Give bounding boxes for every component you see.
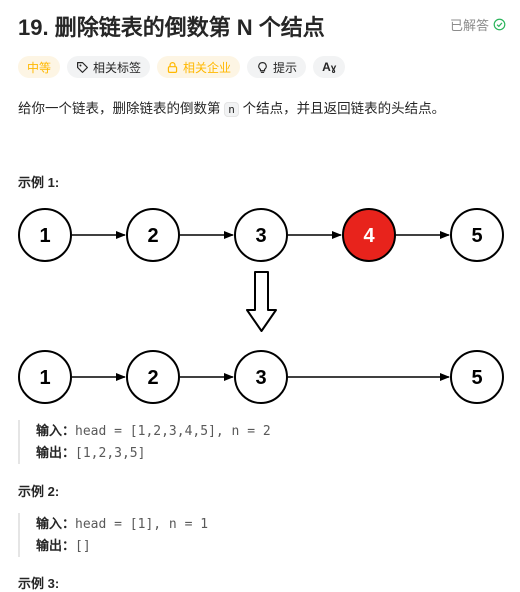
list-node: 3 [234,350,288,404]
related-tags-button[interactable]: 相关标签 [67,56,151,78]
svg-text:3: 3 [255,367,266,389]
before-list: 1 2 3 4 5 [18,208,504,262]
difficulty-label: 中等 [27,60,52,75]
list-node: 3 [234,208,288,262]
output-label: 输出： [36,538,76,553]
svg-text:1: 1 [39,367,50,389]
svg-text:4: 4 [363,225,375,247]
check-circle-icon [493,18,506,31]
list-node: 2 [126,208,180,262]
translate-icon: Aɣ [322,60,337,74]
output-label: 输出： [36,445,76,460]
svg-text:5: 5 [471,367,482,389]
list-node: 5 [450,208,504,262]
tag-icon [77,61,88,73]
lock-icon [167,61,178,73]
lightbulb-icon [258,61,267,73]
svg-text:5: 5 [471,225,482,247]
example-2-output: [] [75,539,91,554]
input-label: 输入： [36,423,76,438]
svg-text:2: 2 [147,225,158,247]
svg-text:1: 1 [39,225,50,247]
problem-title: 19. 删除链表的倒数第 N 个结点 [18,15,325,40]
example-1-output: [1,2,3,5] [75,446,146,461]
example-2-block: 输入：head = [1], n = 1 输出：[] [18,513,208,557]
down-arrow-icon [246,271,277,332]
list-node: 1 [18,208,72,262]
linked-list-diagram: 1 2 3 4 5 1 2 [18,208,504,404]
related-companies-button[interactable]: 相关企业 [157,56,241,78]
example-1-input-line: 输入：head = [1,2,3,4,5], n = 2 [36,420,271,442]
solved-status: 已解答 [450,15,506,34]
related-tags-label: 相关标签 [93,60,142,75]
list-node: 2 [126,350,180,404]
list-node: 1 [18,350,72,404]
description-code-n: n [224,102,239,117]
description-text-2: 个结点，并且返回链表的头结点。 [238,101,446,116]
description-text-1: 给你一个链表，删除链表的倒数第 [18,101,225,116]
input-label: 输入： [36,516,76,531]
solved-status-label: 已解答 [449,18,489,33]
problem-description: 给你一个链表，删除链表的倒数第 n 个结点，并且返回链表的头结点。 [18,97,445,117]
difficulty-tag[interactable]: 中等 [18,56,61,78]
example-2-input-line: 输入：head = [1], n = 1 [36,513,208,535]
hints-label: 提示 [273,60,298,75]
svg-text:3: 3 [255,225,266,247]
tag-bar: 中等 相关标签 相关企业 提示 Aɣ [18,56,346,78]
hints-button[interactable]: 提示 [247,56,307,78]
example-3-heading: 示例 3: [18,576,60,591]
example-2-input: head = [1], n = 1 [75,517,209,532]
list-node: 5 [450,350,504,404]
removed-node: 4 [342,208,396,262]
svg-text:2: 2 [147,367,158,389]
after-list: 1 2 3 5 [18,350,504,404]
example-1-input: head = [1,2,3,4,5], n = 2 [75,424,271,439]
example-2-heading: 示例 2: [18,484,60,499]
example-1-block: 输入：head = [1,2,3,4,5], n = 2 输出：[1,2,3,5… [18,420,271,464]
example-2-output-line: 输出：[] [36,535,208,557]
example-1-heading: 示例 1: [18,175,60,190]
example-1-output-line: 输出：[1,2,3,5] [36,442,271,464]
related-companies-label: 相关企业 [183,60,232,75]
translate-button[interactable]: Aɣ [313,56,346,78]
